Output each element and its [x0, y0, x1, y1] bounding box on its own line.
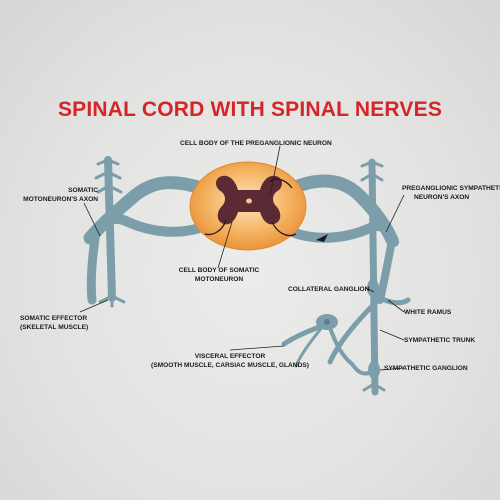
label-somatic-axon-line1: SOMATIC — [68, 187, 98, 194]
label-somatic-cell-body: CELL BODY OF SOMATIC MOTONEURON — [172, 266, 266, 284]
collateral-ganglion-nucleus — [324, 319, 330, 325]
label-visceral-effector: VISCERAL EFFECTOR (SMOOTH MUSCLE, CARSIA… — [142, 352, 318, 370]
label-white-ramus: WHITE RAMUS — [404, 309, 452, 316]
label-somatic-effector: SOMATIC EFFECTOR (SKELETAL MUSCLE) — [20, 314, 88, 332]
label-somatic-effector-line2: (SKELETAL MUSCLE) — [20, 324, 89, 331]
sympathetic-ganglia — [367, 279, 380, 379]
sympathetic-chain — [360, 158, 386, 396]
label-sympathetic-trunk: SYMPATHETIC TRUNK — [404, 337, 476, 344]
neuron-pathways — [204, 178, 297, 237]
label-somatic-cell-body-line1: CELL BODY OF SOMATIC — [178, 267, 260, 274]
label-somatic-axon: SOMATIC MOTONEURON'S AXON — [16, 186, 98, 204]
label-preganglionic-axon-line1: PREGANGLIONIC SYMPATHETIC — [402, 185, 500, 192]
label-somatic-axon-line2: MOTONEURON'S AXON — [23, 196, 98, 203]
label-preganglionic-axon: PREGANGLIONIC SYMPATHETIC NEURON'S AXON — [402, 184, 500, 202]
label-somatic-cell-body-line2: MOTONEURON — [194, 276, 244, 283]
diagram-title: SPINAL CORD WITH SPINAL NERVES — [57, 98, 443, 121]
direction-arrow — [316, 234, 328, 242]
left-somatic-nerve — [94, 156, 126, 308]
leader-lines — [79, 145, 405, 371]
right-spinal-nerve — [286, 174, 411, 365]
central-canal — [246, 198, 252, 204]
label-preganglionic-axon-line2: NEURON'S AXON — [414, 194, 470, 201]
label-preganglionic-cell-body: CELL BODY OF THE PREGANGLIONIC NEURON — [180, 140, 332, 147]
label-visceral-effector-line1: VISCERAL EFFECTOR — [194, 353, 266, 360]
label-visceral-effector-line2: (SMOOTH MUSCLE, CARSIAC MUSCLE, GLANDS) — [151, 362, 309, 369]
left-spinal-nerve — [83, 176, 210, 305]
label-somatic-effector-line1: SOMATIC EFFECTOR — [20, 315, 88, 322]
label-sympathetic-ganglion: SYMPATHETIC GANGLION — [384, 365, 468, 372]
label-collateral-ganglion: COLLATERAL GANGLION — [288, 286, 370, 293]
